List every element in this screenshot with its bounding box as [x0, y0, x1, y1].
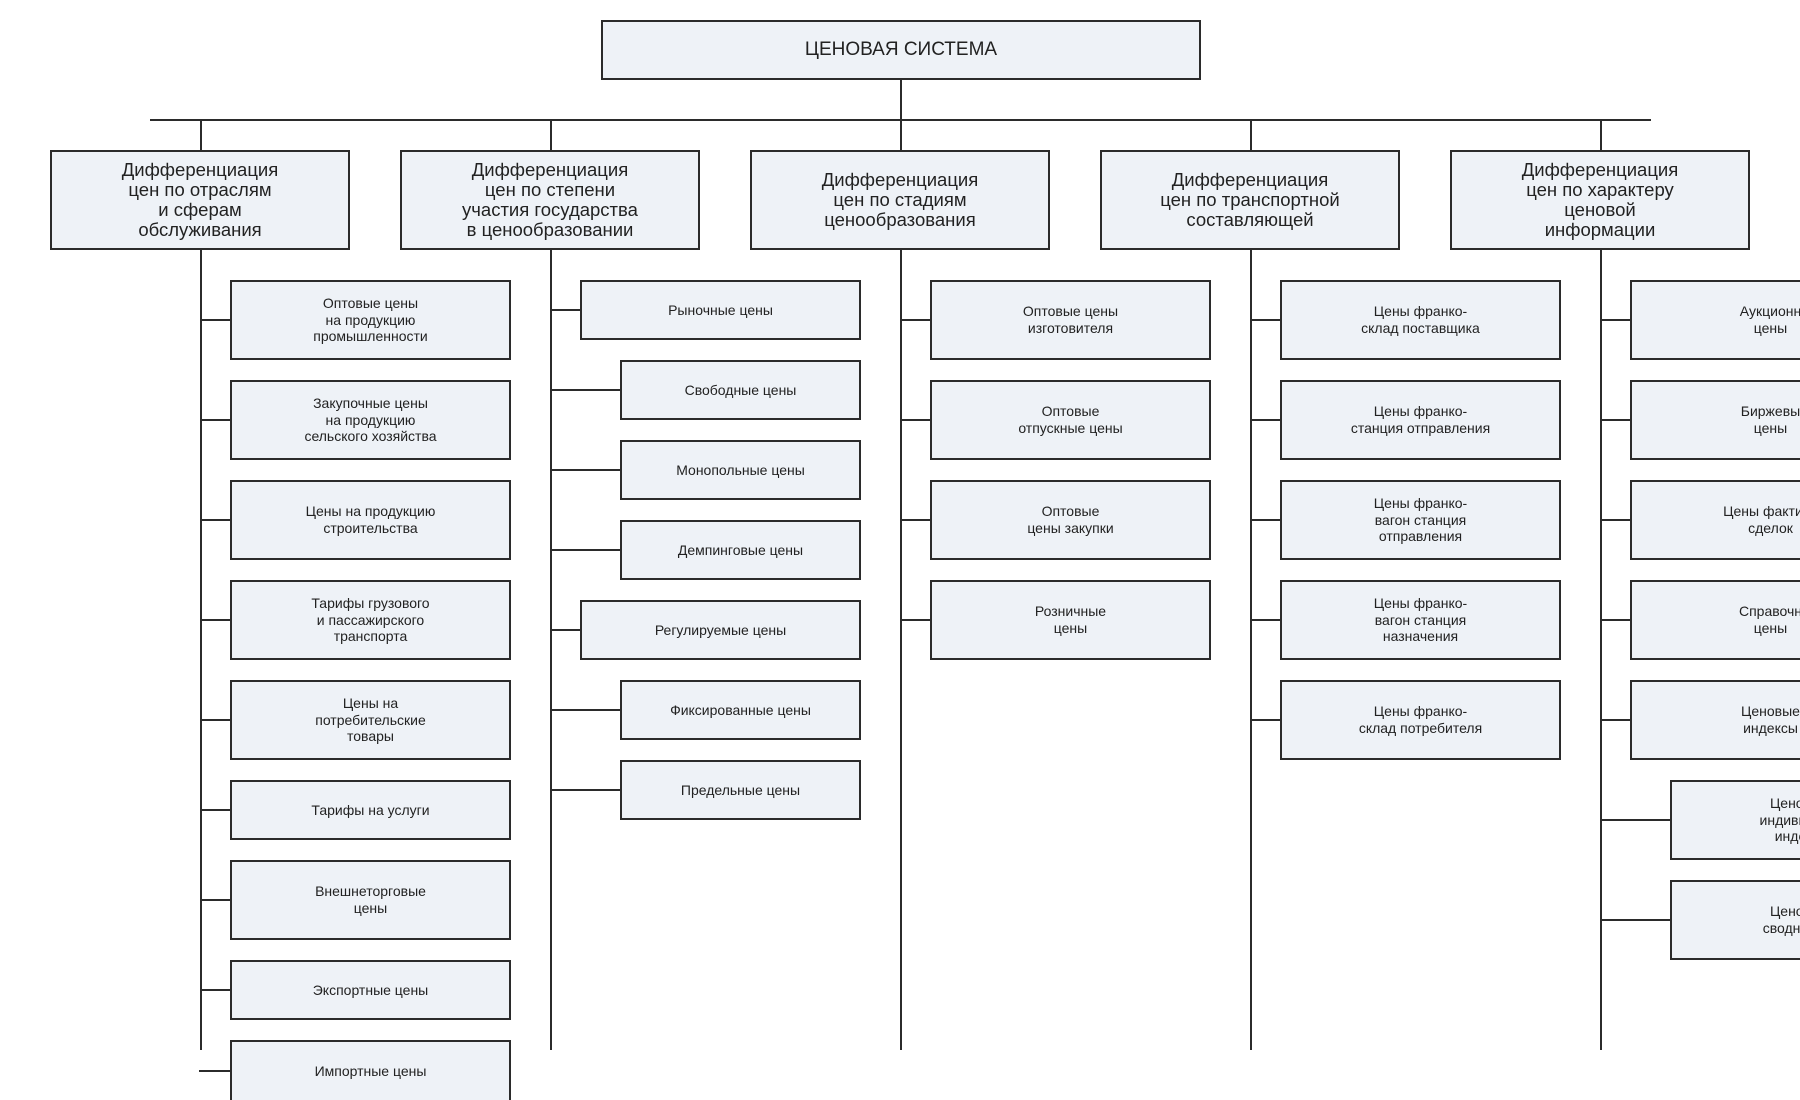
price-type-label: Цены на продукцию строительства: [305, 503, 436, 536]
price-type-label: Предельные цены: [680, 781, 801, 798]
price-type-box: Оптовые цены на продукцию промышленности: [230, 280, 511, 360]
price-type-label: Цены франко- вагон станция назначения: [1373, 595, 1468, 645]
price-type-box: Справочн цены: [1630, 580, 1800, 660]
price-type-box: Цены франко- вагон станция отправления: [1280, 480, 1561, 560]
price-type-label: Демпинговые цены: [677, 541, 804, 558]
price-type-label: Рыночные цены: [668, 301, 773, 318]
root-label: ЦЕНОВАЯ СИСТЕМА: [804, 39, 998, 60]
price-type-box: Предельные цены: [620, 760, 861, 820]
price-type-label: Справочн цены: [1738, 603, 1800, 636]
price-type-box: Закупочные цены на продукцию сельского х…: [230, 380, 511, 460]
category-label: Дифференциация цен по стадиям ценообразо…: [821, 169, 979, 230]
category-label: Дифференциация цен по характеру ценовой …: [1521, 159, 1679, 240]
price-type-box: Цены на потребительские товары: [230, 680, 511, 760]
price-type-box: Фиксированные цены: [620, 680, 861, 740]
category-box-pricing-stages: Дифференциация цен по стадиям ценообразо…: [750, 150, 1050, 250]
category-box-price-information: Дифференциация цен по характеру ценовой …: [1450, 150, 1750, 250]
price-type-box: Внешнеторговые цены: [230, 860, 511, 940]
price-type-box: Оптовые цены закупки: [930, 480, 1211, 560]
price-type-label: Розничные цены: [1034, 603, 1107, 636]
price-type-box: Тарифы на услуги: [230, 780, 511, 840]
price-type-box: Ценов сводный: [1670, 880, 1800, 960]
price-type-box: Цены франко- склад поставщика: [1280, 280, 1561, 360]
category-label: Дифференциация цен по отраслям и сферам …: [121, 159, 279, 240]
price-type-label: Ценов индивиду инде: [1759, 795, 1800, 845]
price-type-label: Фиксированные цены: [670, 701, 811, 718]
price-type-box: Цены франко- станция отправления: [1280, 380, 1561, 460]
price-type-box: Рыночные цены: [580, 280, 861, 340]
price-type-label: Монопольные цены: [676, 461, 805, 478]
price-type-box: Свободные цены: [620, 360, 861, 420]
price-type-box: Оптовые отпускные цены: [930, 380, 1211, 460]
price-type-label: Цены франко- склад поставщика: [1361, 303, 1480, 336]
category-box-transport: Дифференциация цен по транспортной соста…: [1100, 150, 1400, 250]
category-box-industries: Дифференциация цен по отраслям и сферам …: [50, 150, 350, 250]
price-type-box: Демпинговые цены: [620, 520, 861, 580]
price-type-label: Цены на потребительские товары: [315, 695, 426, 745]
category-label: Дифференциация цен по транспортной соста…: [1160, 169, 1340, 230]
price-type-box: Оптовые цены изготовителя: [930, 280, 1211, 360]
price-type-box: Розничные цены: [930, 580, 1211, 660]
price-type-box: Цены франко- вагон станция назначения: [1280, 580, 1561, 660]
price-type-label: Цены франко- станция отправления: [1350, 403, 1491, 436]
price-type-box: Тарифы грузового и пассажирского транспо…: [230, 580, 511, 660]
price-type-label: Свободные цены: [684, 381, 797, 398]
price-type-label: Оптовые отпускные цены: [1018, 403, 1123, 436]
price-type-label: Цены франко- склад потребителя: [1358, 703, 1483, 736]
price-type-label: Закупочные цены на продукцию сельского х…: [304, 395, 437, 445]
price-type-label: Оптовые цены на продукцию промышленности: [313, 295, 428, 345]
price-type-box: Монопольные цены: [620, 440, 861, 500]
price-type-label: Оптовые цены изготовителя: [1022, 303, 1119, 336]
category-box-state-participation: Дифференциация цен по степени участия го…: [400, 150, 700, 250]
price-type-label: Ценовые индексы: [1741, 703, 1800, 736]
price-type-box: Цены фактиче сделок: [1630, 480, 1800, 560]
price-type-label: Тарифы на услуги: [311, 801, 430, 818]
price-type-label: Аукционн цены: [1739, 303, 1800, 336]
price-type-box: Аукционн цены: [1630, 280, 1800, 360]
price-type-label: Цены франко- вагон станция отправления: [1373, 495, 1468, 545]
price-type-label: Экспортные цены: [312, 981, 429, 998]
price-type-box: Регулируемые цены: [580, 600, 861, 660]
price-type-box: Ценов индивиду инде: [1670, 780, 1800, 860]
price-type-box: Биржевы цены: [1630, 380, 1800, 460]
price-type-box: Цены франко- склад потребителя: [1280, 680, 1561, 760]
price-type-box: Экспортные цены: [230, 960, 511, 1020]
price-type-label: Ценов сводный: [1762, 903, 1800, 936]
price-type-label: Регулируемые цены: [654, 621, 787, 638]
root-box: ЦЕНОВАЯ СИСТЕМА: [601, 20, 1201, 80]
price-type-label: Оптовые цены закупки: [1027, 503, 1114, 536]
price-type-label: Тарифы грузового и пассажирского транспо…: [311, 595, 430, 645]
price-type-box: Импортные цены: [230, 1040, 511, 1100]
price-type-label: Внешнеторговые цены: [315, 883, 426, 916]
price-type-box: Цены на продукцию строительства: [230, 480, 511, 560]
price-type-label: Импортные цены: [314, 1062, 427, 1079]
price-type-box: Ценовые индексы: [1630, 680, 1800, 760]
price-type-label: Биржевы цены: [1740, 403, 1800, 436]
category-label: Дифференциация цен по степени участия го…: [462, 159, 638, 240]
price-type-label: Цены фактиче сделок: [1723, 503, 1800, 536]
